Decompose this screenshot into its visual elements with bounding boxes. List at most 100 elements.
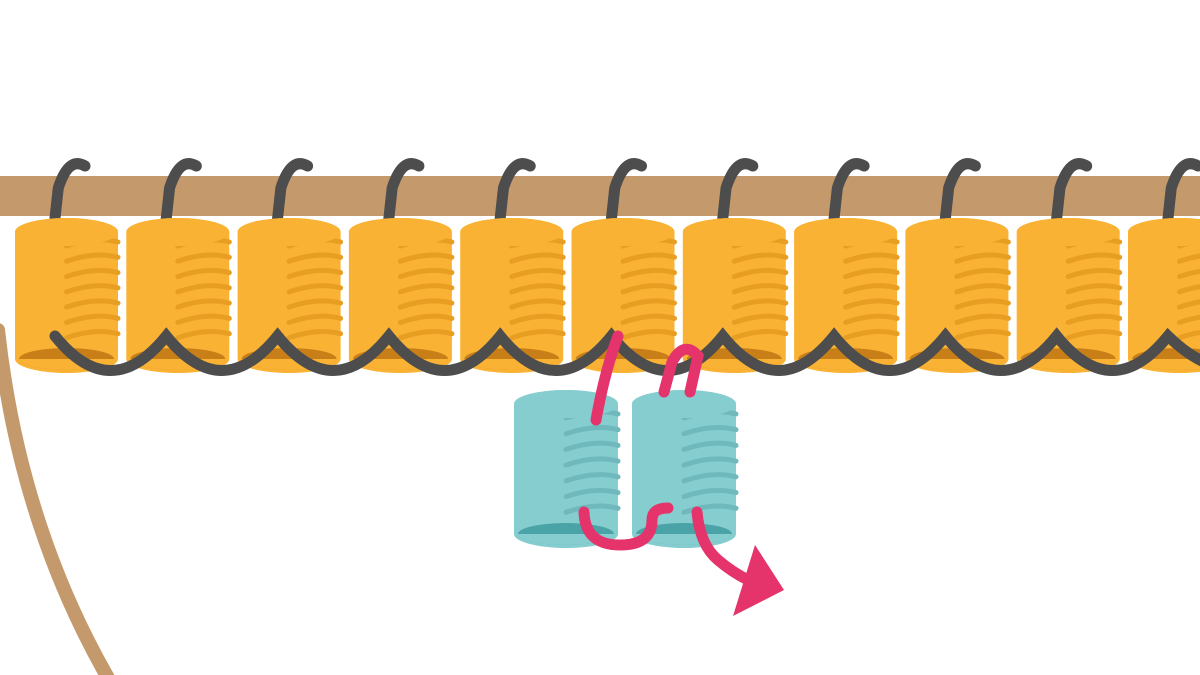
helix-stripe — [954, 298, 1011, 310]
membrane-arc — [0, 323, 115, 675]
helix-stripe — [731, 328, 789, 341]
helix-stripe — [509, 283, 566, 295]
helix-top — [794, 218, 898, 246]
helix-stripe — [563, 487, 621, 500]
helix-stripe — [175, 267, 232, 280]
arrow-head — [733, 545, 784, 616]
helix-stripe — [620, 267, 677, 280]
helix-stripe — [620, 313, 677, 325]
helix-stripe — [1177, 253, 1200, 264]
helix-stripe — [563, 456, 621, 468]
helix-stripe — [843, 298, 900, 310]
helix-stripe — [175, 298, 232, 310]
helix-stripe — [843, 267, 900, 280]
helix-stripe — [64, 328, 121, 341]
orange-helix-row — [15, 158, 1200, 374]
helix-stripe — [731, 283, 789, 295]
helix-top — [514, 390, 618, 418]
helix-stripe — [1177, 299, 1200, 310]
helix-stripe — [843, 283, 900, 295]
helix-stripe — [731, 252, 789, 264]
helix-stripe — [954, 252, 1011, 264]
helix-stripe — [286, 313, 344, 325]
helix-top — [348, 218, 452, 246]
helix-hook — [382, 158, 425, 232]
helix-hook — [827, 158, 870, 232]
helix-stripe — [64, 267, 121, 280]
helix-stripe — [563, 440, 621, 452]
helix-stripe — [509, 267, 566, 280]
helix-stripe — [681, 456, 739, 468]
helix-stripe — [1177, 314, 1200, 325]
helix-stripe — [1065, 328, 1123, 341]
teal-helix-pair — [514, 390, 739, 548]
helix-stripe — [286, 328, 344, 341]
helix-stripe — [563, 424, 621, 437]
orange-coil-cylinder-icon — [126, 158, 232, 374]
orange-coil-cylinder-icon — [1016, 158, 1123, 373]
helix-stripe — [509, 298, 566, 310]
helix-stripe — [175, 252, 232, 264]
helix-stripe — [731, 298, 789, 310]
helix-hook — [271, 158, 314, 232]
helix-hook — [493, 158, 536, 232]
orange-coil-cylinder-icon — [794, 158, 900, 373]
helix-stripe — [397, 313, 455, 325]
helix-stripe — [954, 328, 1011, 341]
helix-top — [571, 218, 675, 246]
helix-stripe — [731, 313, 789, 325]
helix-top — [1016, 218, 1120, 246]
helix-stripe — [286, 283, 344, 295]
helix-stripe — [397, 252, 455, 264]
teal-coil-cylinder-icon — [514, 390, 621, 548]
helix-stripe — [64, 313, 121, 325]
arrow-segment-down — [590, 330, 624, 426]
helix-top — [126, 218, 230, 246]
helix-stripe — [620, 328, 677, 341]
helix-stripe — [1065, 313, 1123, 325]
helix-stripe — [1065, 252, 1123, 264]
helix-stripe — [397, 267, 455, 280]
helix-stripe — [954, 283, 1011, 295]
membrane-bar — [0, 176, 1200, 216]
helix-hook — [939, 158, 981, 232]
helix-top — [632, 390, 736, 418]
helix-stripe — [397, 283, 455, 295]
helix-stripe — [954, 313, 1011, 325]
helix-stripe — [843, 313, 900, 325]
helix-hook — [716, 158, 759, 232]
helix-stripe — [620, 298, 677, 310]
helix-stripe — [1177, 284, 1200, 295]
arrow-segment-up — [658, 343, 704, 398]
arrow-segment-loop — [578, 502, 674, 551]
helix-stripe — [843, 328, 900, 341]
helix-top — [237, 218, 341, 246]
helix-stripe — [563, 472, 621, 484]
helix-stripe — [509, 328, 566, 341]
helix-stripe — [397, 328, 455, 341]
helix-stripe — [1065, 267, 1123, 280]
orange-coil-cylinder-icon — [1128, 158, 1200, 373]
helix-stripe — [1177, 268, 1200, 280]
helix-top — [1128, 218, 1200, 246]
helix-hook — [1161, 158, 1200, 232]
helix-top — [460, 218, 564, 246]
helix-hook — [605, 158, 648, 232]
helix-stripe — [286, 252, 344, 264]
helix-stripe — [1065, 283, 1123, 295]
helix-stripe — [397, 298, 455, 310]
helix-stripe — [64, 252, 121, 264]
curved-arrow-icon — [578, 330, 784, 616]
helix-stripe — [681, 472, 739, 484]
helix-stripe — [64, 298, 121, 310]
helix-stripe — [175, 328, 232, 341]
helix-stripe — [681, 503, 739, 515]
helix-top — [905, 218, 1009, 246]
helix-stripe — [731, 267, 789, 280]
helix-stripe — [64, 283, 121, 295]
orange-coil-cylinder-icon — [682, 158, 789, 374]
helix-stripe — [620, 252, 677, 264]
helix-stripe — [681, 424, 739, 437]
